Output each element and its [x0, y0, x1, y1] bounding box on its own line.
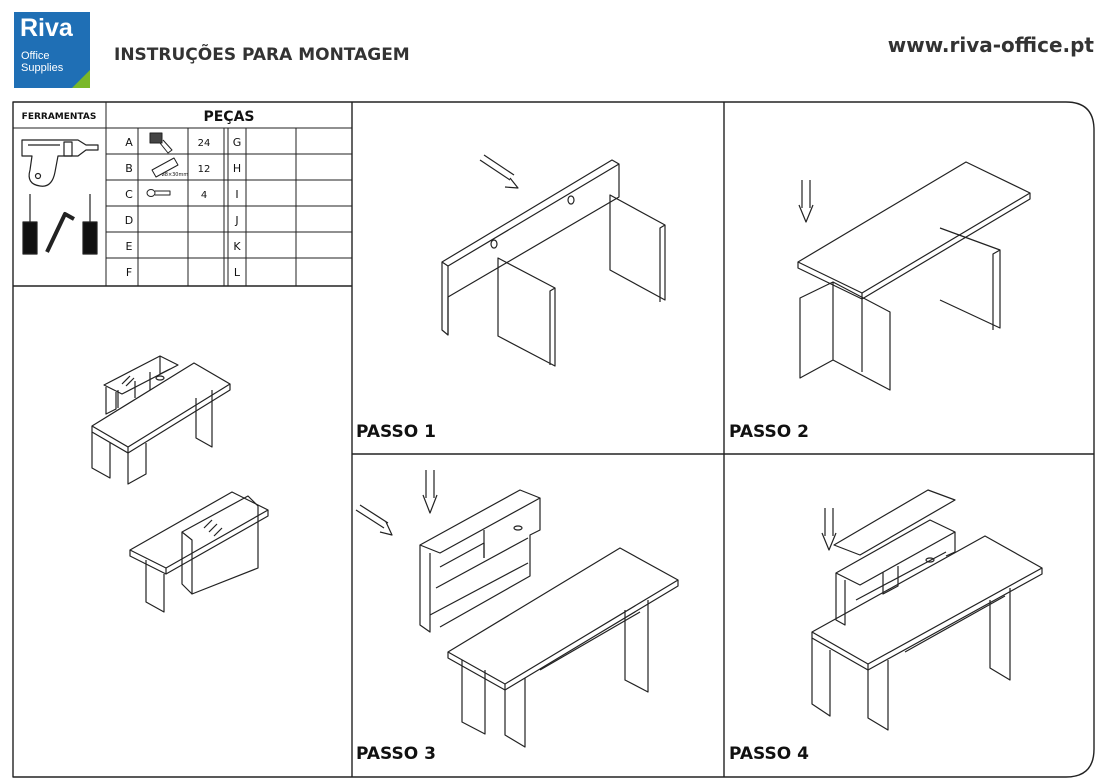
riva-logo: Riva Office Supplies: [14, 12, 90, 88]
part-letter-j: J: [234, 214, 238, 227]
drill-icon: [21, 139, 99, 187]
dowel-icon: [151, 157, 179, 178]
logo-office: Office: [21, 50, 50, 62]
screwdriver-flat-icon: [22, 194, 38, 255]
logo-riva: Riva: [20, 14, 73, 42]
part-letter-f: F: [126, 266, 132, 279]
step-1-label: PASSO 1: [356, 422, 436, 442]
step-1-illustration: [441, 154, 666, 367]
cam-lock-icon: [149, 132, 173, 154]
step-3-label: PASSO 3: [356, 744, 436, 764]
allen-key-icon: [45, 212, 75, 253]
tools-label: FERRAMENTAS: [22, 112, 97, 122]
part-qty-c: 4: [201, 190, 207, 201]
step-4-label: PASSO 4: [729, 744, 809, 764]
part-letter-h: H: [233, 162, 241, 175]
parts-label: PEÇAS: [203, 109, 254, 125]
part-letter-k: K: [233, 240, 241, 253]
part-letter-l: L: [234, 266, 241, 279]
part-qty-b: 12: [198, 164, 211, 175]
part-letter-i: I: [235, 188, 238, 201]
part-letter-d: D: [125, 214, 133, 227]
part-letter-a: A: [125, 136, 133, 149]
part-qty-a: 24: [198, 138, 211, 149]
part-letter-c: C: [125, 188, 133, 201]
step-2-label: PASSO 2: [729, 422, 809, 442]
page-title: INSTRUÇÕES PARA MONTAGEM: [114, 45, 410, 65]
overview-desk-front: [129, 491, 269, 613]
website-url: www.riva-office.pt: [887, 33, 1094, 57]
step-2-illustration: [797, 161, 1031, 391]
part-note-b: ⌀8×30mm: [162, 172, 189, 178]
outer-frame: [12, 101, 1095, 778]
logo-supplies: Supplies: [21, 62, 64, 74]
overview-desk-back: [91, 355, 231, 485]
part-letter-b: B: [125, 162, 133, 175]
screwdriver-cross-icon: [82, 194, 98, 255]
logo-corner-triangle: [72, 70, 90, 88]
screw-icon: [146, 189, 171, 197]
parts-table-grid: [13, 102, 352, 286]
part-letter-g: G: [233, 136, 242, 149]
step-3-illustration: [355, 470, 679, 748]
part-letter-e: E: [126, 240, 133, 253]
step-4-illustration: [811, 489, 1043, 731]
